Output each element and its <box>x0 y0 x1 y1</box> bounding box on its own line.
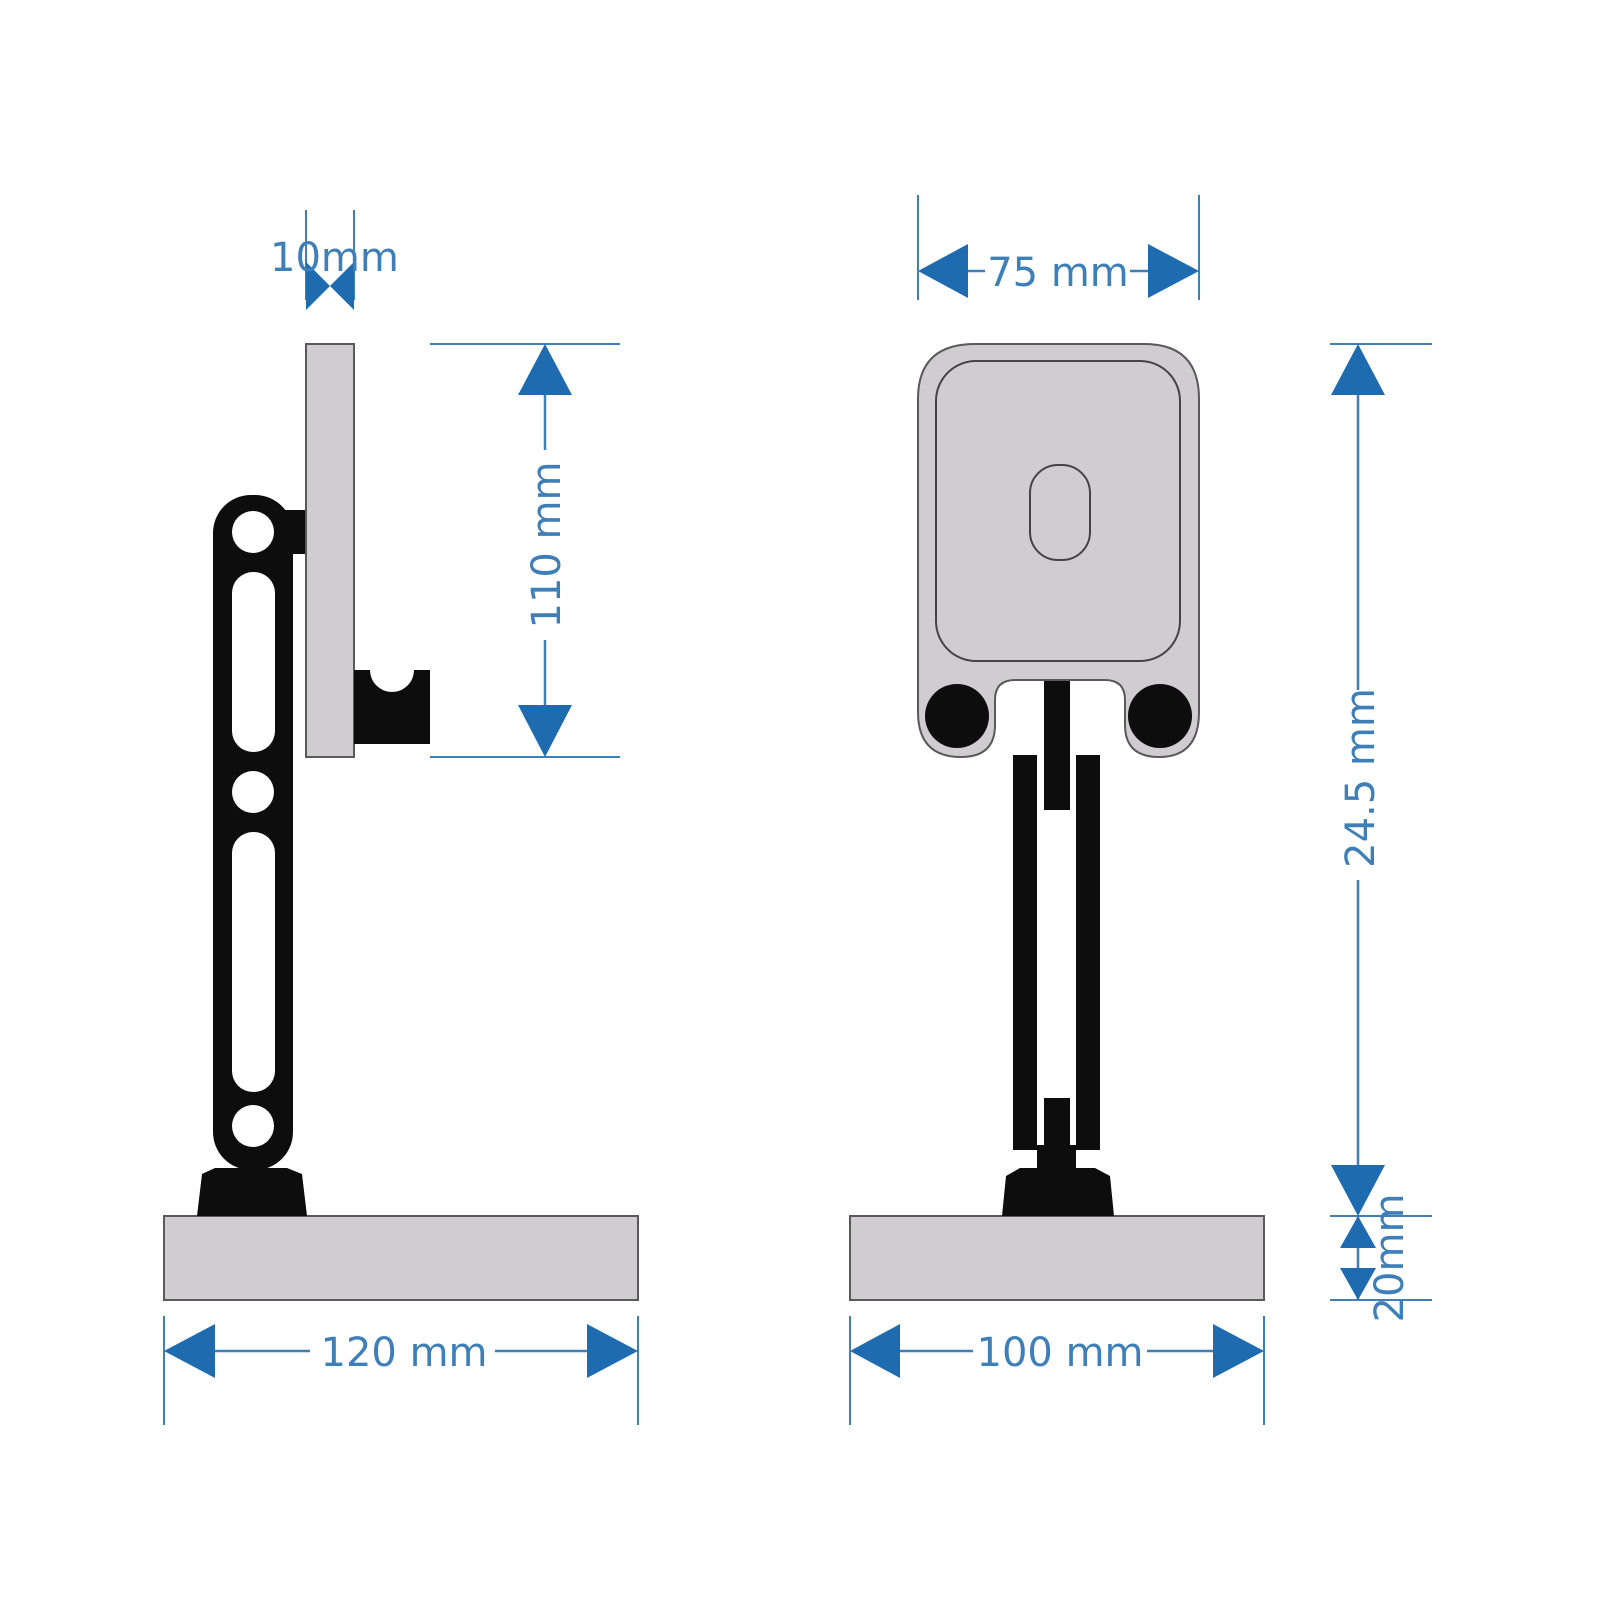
side-base-joint <box>197 1168 307 1216</box>
front-holder-slot <box>1029 464 1091 561</box>
arrow-icon <box>1213 1324 1264 1378</box>
arrow-icon <box>1331 344 1385 395</box>
arrow-icon <box>1331 1165 1385 1216</box>
front-holder-inner <box>935 360 1181 662</box>
front-width-label: 75 mm <box>987 250 1129 296</box>
side-holder-plate <box>305 343 355 758</box>
side-base-width-label: 120 mm <box>321 1330 488 1376</box>
arrow-icon <box>1148 244 1199 298</box>
arrow-icon <box>1340 1268 1376 1300</box>
arrow-icon <box>164 1324 215 1378</box>
front-total-height-label: 24.5 mm <box>1338 688 1384 868</box>
arrow-icon <box>1340 1216 1376 1248</box>
front-holder-head <box>917 343 1200 759</box>
front-base-plate <box>849 1215 1265 1301</box>
front-right-knob <box>1128 684 1192 748</box>
arrow-icon <box>518 344 572 395</box>
front-base-joint <box>1002 1168 1114 1216</box>
arrow-icon <box>306 262 330 310</box>
side-bottom-hook <box>354 670 430 744</box>
side-view: 10mm 110 mm 120 mm <box>163 210 639 1425</box>
arrow-icon <box>918 244 968 298</box>
arrow-icon <box>518 705 572 757</box>
arrow-icon <box>587 1324 638 1378</box>
side-thickness-label: 10mm <box>270 235 399 281</box>
front-left-knob <box>925 684 989 748</box>
side-base-plate <box>163 1215 639 1301</box>
front-base-height-label: 20mm <box>1367 1194 1413 1323</box>
front-view: 75 mm 24.5 mm 20mm 100 mm <box>849 195 1432 1425</box>
side-arm <box>213 495 307 1170</box>
front-arm <box>1013 680 1100 1170</box>
arrow-icon <box>850 1324 900 1378</box>
front-base-width-label: 100 mm <box>977 1330 1144 1376</box>
arrow-icon <box>330 262 354 310</box>
side-height-label: 110 mm <box>524 462 570 629</box>
